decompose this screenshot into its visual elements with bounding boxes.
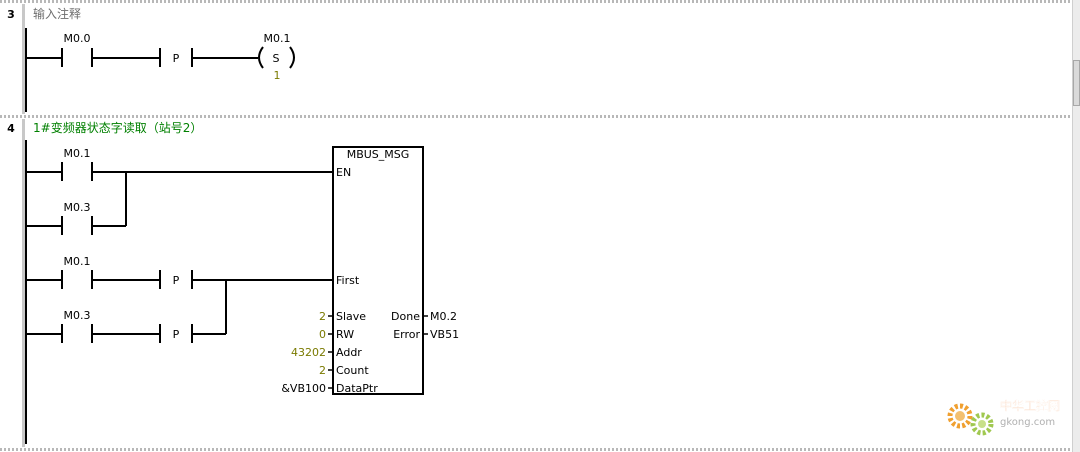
pin-slave: Slave bbox=[336, 310, 366, 323]
contact-m0-0[interactable] bbox=[26, 48, 93, 67]
param-slave-value[interactable]: 2 bbox=[319, 310, 326, 323]
watermark-logo: 中华工控网 gkong.com bbox=[947, 398, 1060, 436]
coil-count[interactable]: 1 bbox=[274, 69, 281, 82]
pin-done: Done bbox=[391, 310, 420, 323]
param-done-value[interactable]: M0.2 bbox=[430, 310, 457, 323]
pin-error: Error bbox=[393, 328, 420, 341]
pin-dataptr: DataPtr bbox=[336, 382, 378, 395]
coil-operand[interactable]: M0.1 bbox=[264, 32, 291, 45]
network-comment[interactable]: 1#变频器状态字读取（站号2） bbox=[33, 121, 203, 135]
network-gutter bbox=[22, 119, 25, 447]
network-comment[interactable]: 输入注释 bbox=[33, 7, 82, 21]
network-separator bbox=[0, 0, 1072, 3]
network-number[interactable]: 4 bbox=[7, 122, 15, 135]
pin-addr: Addr bbox=[336, 346, 362, 359]
block-title: MBUS_MSG bbox=[347, 148, 410, 161]
coil-type: S bbox=[273, 52, 280, 65]
contact-m0-3-en[interactable] bbox=[26, 216, 93, 235]
scrollbar-thumb[interactable] bbox=[1073, 60, 1080, 106]
network-separator bbox=[0, 448, 1072, 451]
contact-operand[interactable]: M0.0 bbox=[64, 32, 91, 45]
set-coil-m0-1[interactable] bbox=[258, 46, 295, 69]
contact-m0-3-first[interactable] bbox=[26, 324, 93, 343]
param-addr-value[interactable]: 43202 bbox=[291, 346, 326, 359]
contact-operand[interactable]: M0.3 bbox=[64, 309, 91, 322]
network-gutter bbox=[22, 4, 25, 114]
contact-operand[interactable]: M0.1 bbox=[64, 147, 91, 160]
network-number[interactable]: 3 bbox=[7, 8, 15, 21]
contact-m0-1-en[interactable] bbox=[26, 162, 93, 181]
vertical-scrollbar[interactable] bbox=[1072, 0, 1080, 452]
contact-operand[interactable]: M0.3 bbox=[64, 201, 91, 214]
mbus-msg-block[interactable] bbox=[332, 146, 424, 395]
gear-icon bbox=[947, 403, 994, 436]
param-dataptr-value[interactable]: &VB100 bbox=[281, 382, 326, 395]
watermark-brand: 中华工控网 bbox=[1000, 398, 1060, 413]
network-separator bbox=[0, 115, 1072, 118]
contact-operand[interactable]: M0.1 bbox=[64, 255, 91, 268]
p-label: P bbox=[173, 328, 180, 341]
contact-m0-1-first[interactable] bbox=[26, 270, 93, 289]
p-label: P bbox=[173, 274, 180, 287]
p-label: P bbox=[173, 52, 180, 65]
pin-first: First bbox=[336, 274, 360, 287]
param-count-value[interactable]: 2 bbox=[319, 364, 326, 377]
param-rw-value[interactable]: 0 bbox=[319, 328, 326, 341]
pin-en: EN bbox=[336, 166, 351, 179]
watermark-url: gkong.com bbox=[1000, 417, 1055, 428]
pin-count: Count bbox=[336, 364, 369, 377]
param-error-value[interactable]: VB51 bbox=[430, 328, 459, 341]
pin-rw: RW bbox=[336, 328, 354, 341]
